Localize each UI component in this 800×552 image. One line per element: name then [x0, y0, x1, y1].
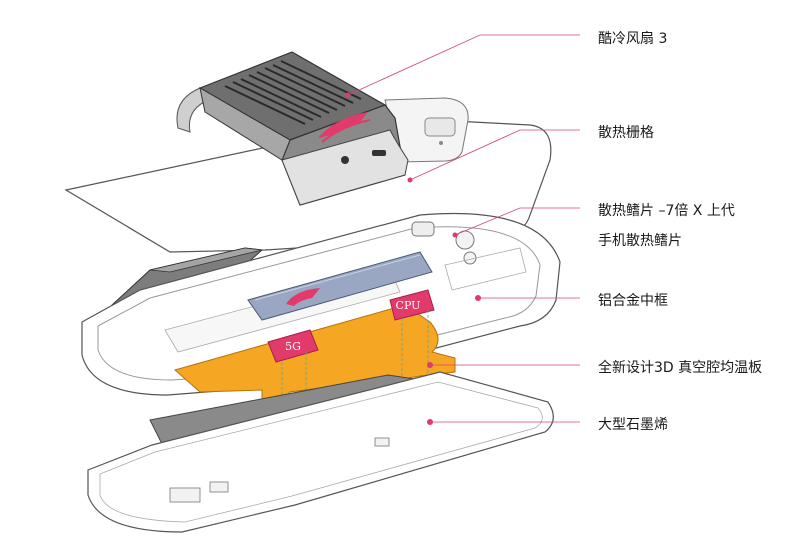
heat-spreader — [247, 251, 433, 321]
cpu-label: CPU — [396, 299, 421, 312]
leader-dots — [345, 92, 481, 425]
label-graphite: 大型石墨烯 — [598, 417, 668, 433]
cooling-fan — [176, 51, 409, 206]
leader-lines — [347, 34, 580, 423]
label-heat-fins-1: 散热鳍片 –7倍 X 上代 — [598, 203, 735, 219]
bottom-plate — [87, 371, 554, 533]
vapor-chamber — [173, 304, 456, 406]
label-cooling-fan: 酷冷风扇 3 — [598, 31, 668, 47]
label-heat-grille: 散热栅格 — [598, 125, 654, 141]
cpu-chip: CPU — [389, 289, 435, 321]
label-vapor-chamber: 全新设计3D 真空腔均温板 — [598, 360, 763, 376]
5g-chip: 5G — [267, 329, 319, 363]
label-heat-fins-2: 手机散热鳍片 — [598, 233, 682, 249]
5g-label: 5G — [285, 340, 301, 353]
label-aluminum-frame: 铝合金中框 — [598, 293, 668, 309]
